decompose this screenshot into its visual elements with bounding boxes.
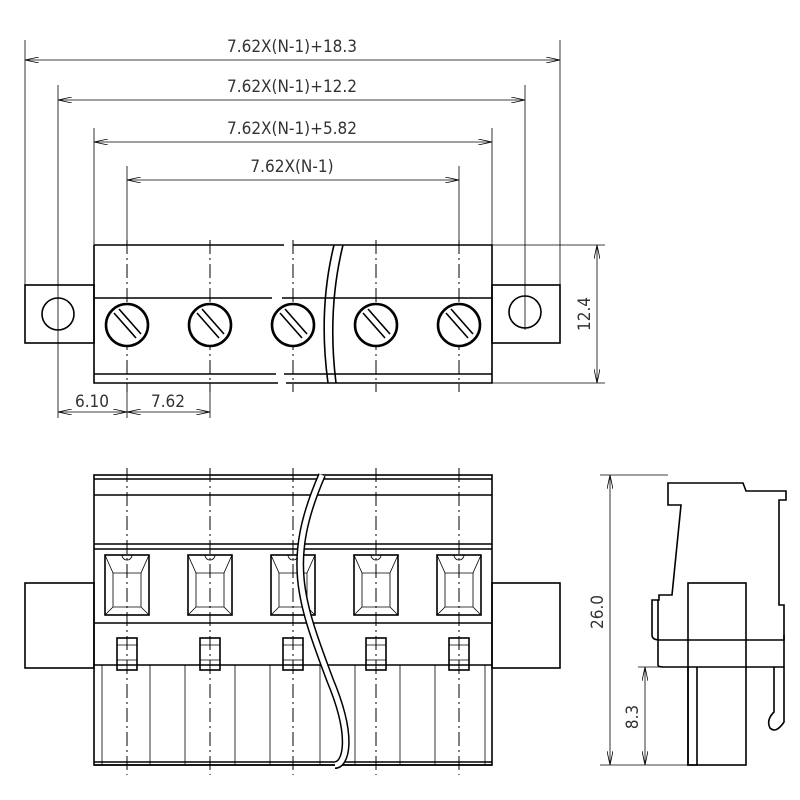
screw-terminal: [436, 240, 482, 392]
dim-pitch-span: 7.62X(N-1): [250, 157, 333, 177]
wire-entry: [436, 468, 482, 775]
screw-icon: [104, 302, 150, 348]
screw-icon: [187, 302, 233, 348]
top-dimensions: 7.62X(N-1)+18.3 7.62X(N-1)+12.2 7.62X(N-…: [24, 37, 561, 418]
wire-entry: [187, 468, 233, 775]
dim-pitch: 7.62: [151, 392, 185, 412]
screw-icon: [270, 302, 316, 348]
dim-body-width: 7.62X(N-1)+5.82: [227, 119, 357, 139]
screw-terminal: [270, 240, 316, 392]
screw-icon: [436, 302, 482, 348]
screw-row: [104, 240, 482, 392]
side-view: 26.0 8.3: [588, 474, 787, 766]
top-view: 12.4 6.10 7.62: [24, 240, 605, 418]
wire-entry: [353, 468, 399, 775]
dim-pin-length: 8.3: [623, 705, 643, 729]
dim-overall: 7.62X(N-1)+18.3: [227, 37, 357, 57]
wire-entry: [104, 468, 150, 775]
front-view: [24, 468, 561, 775]
screw-terminal: [353, 240, 399, 392]
screw-icon: [353, 302, 399, 348]
dim-ear-offset: 6.10: [75, 392, 109, 412]
screw-terminal: [187, 240, 233, 392]
dim-total-height: 26.0: [588, 595, 608, 629]
screw-terminal: [104, 240, 150, 392]
dim-depth: 12.4: [575, 297, 595, 331]
dim-hole-to-hole: 7.62X(N-1)+12.2: [227, 77, 357, 97]
wire-entry: [270, 468, 316, 775]
